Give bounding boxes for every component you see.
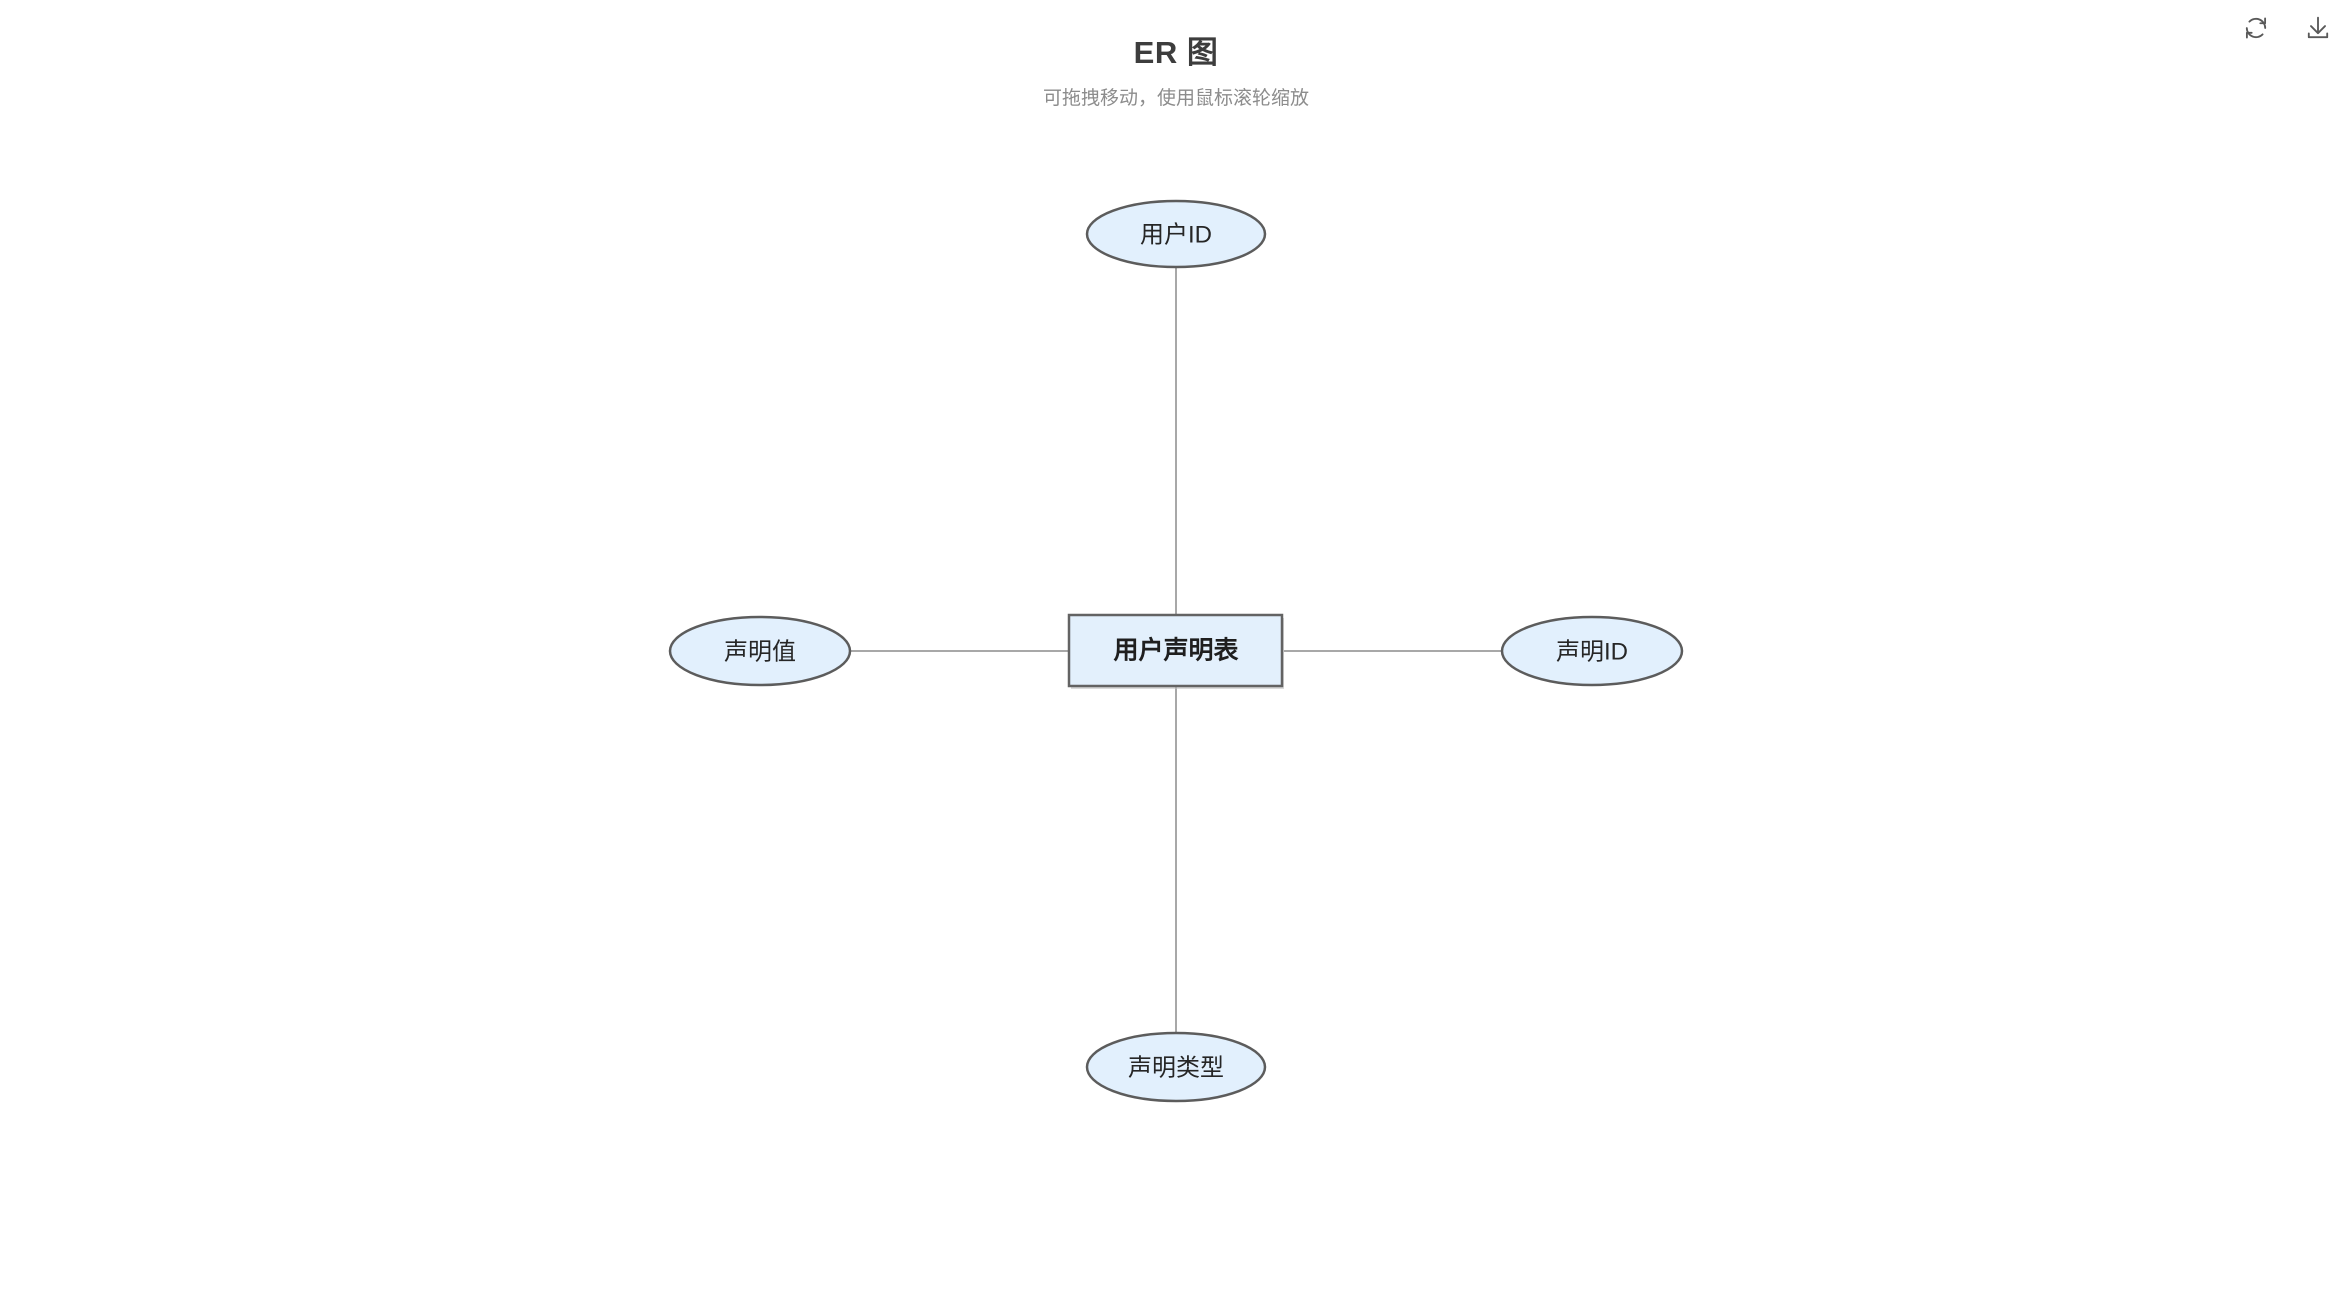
attribute-node-claim-type[interactable]: 声明类型 — [1085, 1031, 1267, 1103]
attribute-ellipse — [1500, 615, 1684, 687]
diagram-toolbar — [2236, 8, 2338, 48]
attribute-node-claim-value[interactable]: 声明值 — [668, 615, 852, 687]
attribute-node-claim-id[interactable]: 声明ID — [1500, 615, 1684, 687]
attribute-ellipse — [668, 615, 852, 687]
edge-group — [850, 267, 1503, 1033]
refresh-icon — [2243, 15, 2269, 41]
download-button[interactable] — [2298, 8, 2338, 48]
attribute-label: 声明ID — [1556, 638, 1628, 665]
attribute-ellipse — [1085, 1031, 1267, 1103]
attribute-label: 声明值 — [724, 638, 796, 665]
attribute-label: 声明类型 — [1128, 1054, 1224, 1081]
attribute-ellipse — [1085, 199, 1267, 269]
attribute-label: 用户ID — [1140, 221, 1212, 248]
attribute-node-user-id[interactable]: 用户ID — [1085, 199, 1267, 269]
entity-node-user-claims-table[interactable]: 用户声明表 — [1067, 613, 1284, 689]
reset-view-button[interactable] — [2236, 8, 2276, 48]
entity-rect — [1067, 613, 1284, 688]
entity-label: 用户声明表 — [1113, 636, 1239, 665]
download-icon — [2305, 15, 2331, 41]
